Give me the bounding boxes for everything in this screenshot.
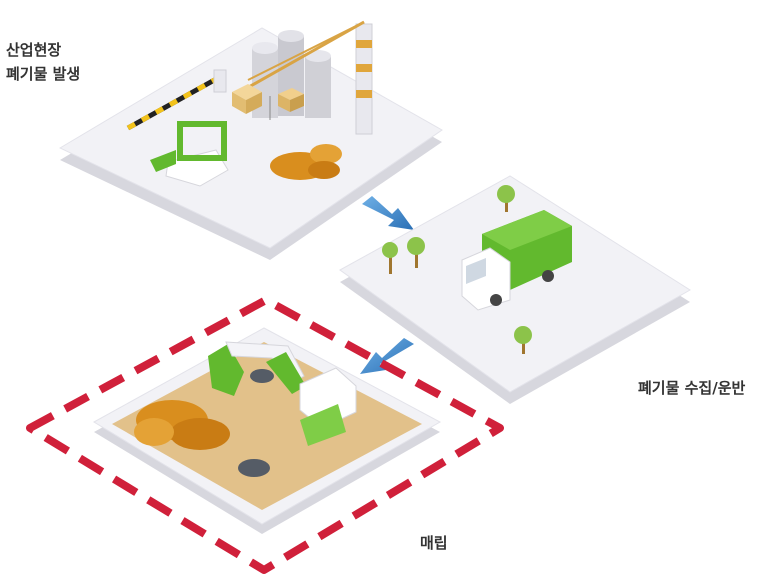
barrier-gate-icon xyxy=(126,69,227,131)
cargo-box-icon xyxy=(232,84,304,114)
loader-vehicle-icon xyxy=(150,121,229,187)
label-landfill: 매립 xyxy=(420,534,448,552)
flow-arrow-to-landfill xyxy=(360,338,414,374)
crane-icon xyxy=(239,20,373,135)
tree-icon xyxy=(382,185,532,354)
label-waste-collection-transport: 폐기물 수집/운반 xyxy=(638,379,746,397)
label-line-2: 폐기물 발생 xyxy=(6,65,81,83)
dirt-pile-icon xyxy=(270,144,342,180)
garbage-truck-icon xyxy=(461,210,572,311)
label-industrial-waste-generation: 산업현장 폐기물 발생 xyxy=(6,38,80,86)
landfill-highlight-border xyxy=(26,296,504,574)
label-line-1: 산업현장 xyxy=(6,41,62,59)
landfill-dirt-pile-icon xyxy=(134,369,274,477)
flow-arrow-to-transport xyxy=(362,196,414,230)
excavator-icon xyxy=(208,341,357,446)
industrial-site-platform xyxy=(58,27,443,260)
